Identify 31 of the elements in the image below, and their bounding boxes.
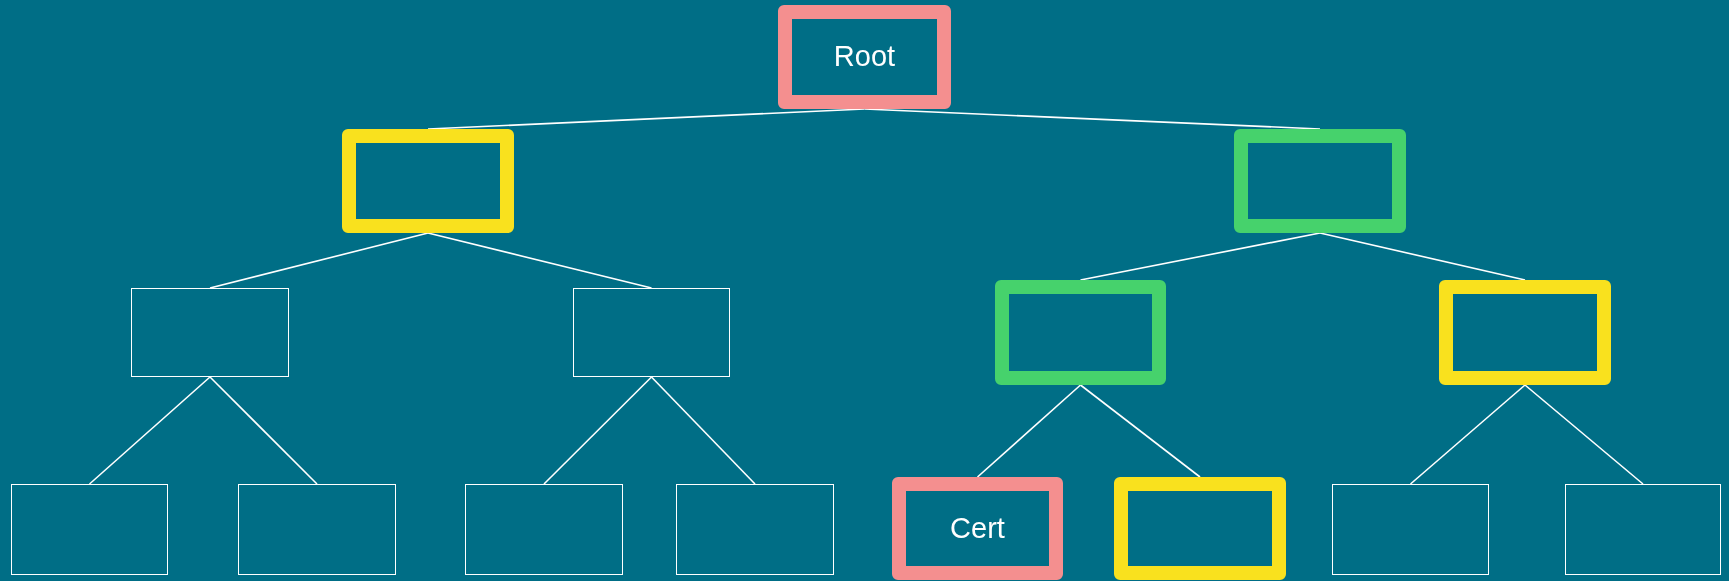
connector-line <box>863 108 1321 130</box>
empty-node-box <box>676 484 834 575</box>
empty-node-box <box>1114 477 1286 580</box>
empty-node-box <box>11 484 168 575</box>
connector-line <box>1524 384 1644 485</box>
node-label: Root <box>833 39 896 75</box>
empty-node-box <box>1332 484 1489 575</box>
connector-line <box>88 376 211 485</box>
connector-line <box>1079 232 1321 281</box>
connector-line <box>1079 384 1201 478</box>
connector-line <box>427 232 653 289</box>
node-label: Cert <box>950 510 1005 546</box>
connector-line <box>543 376 653 485</box>
connector-line <box>1409 384 1526 485</box>
empty-node-box <box>238 484 396 575</box>
empty-node-box <box>995 280 1166 385</box>
connector-line <box>209 232 429 289</box>
connector-line <box>650 376 756 485</box>
empty-node-box <box>131 288 289 377</box>
connector-line <box>427 108 866 130</box>
empty-node-box <box>342 129 514 233</box>
empty-node-box <box>1234 129 1406 233</box>
connector-line <box>209 376 318 485</box>
empty-node-box <box>1565 484 1721 575</box>
empty-node-box <box>465 484 623 575</box>
empty-node-box <box>573 288 730 377</box>
tree-node-box <box>778 5 951 109</box>
tree-node-box <box>892 477 1063 580</box>
connector-line <box>1319 232 1526 281</box>
empty-node-box <box>1439 280 1611 385</box>
connector-line <box>976 384 1082 478</box>
